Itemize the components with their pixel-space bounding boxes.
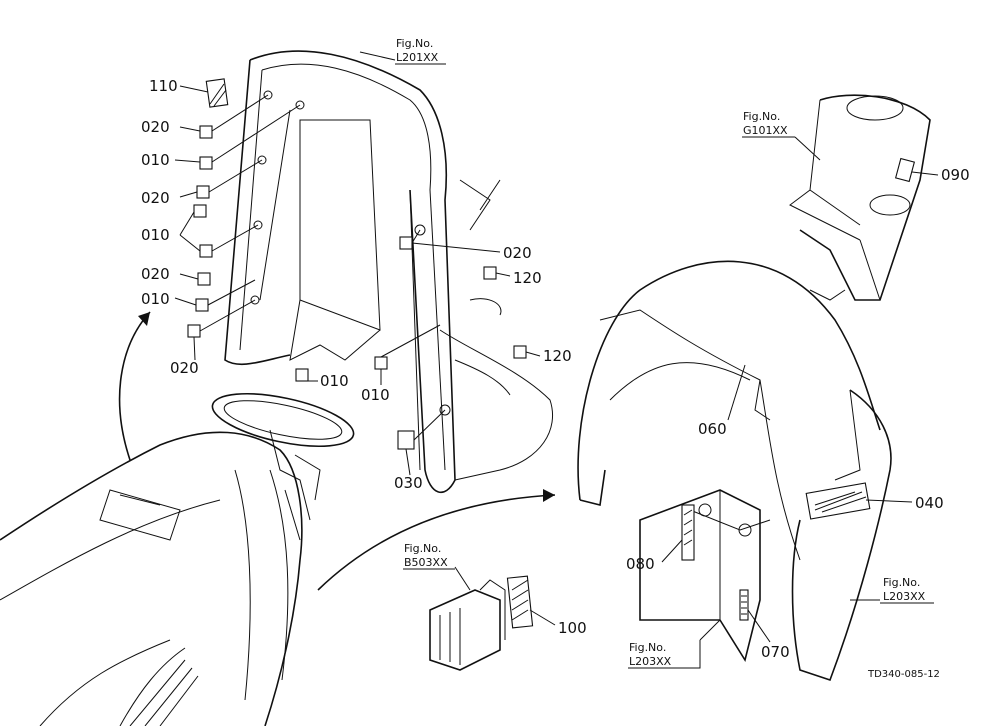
figure-references: Fig.No. L201XX Fig.No. G101XX Fig.No. B5… <box>395 37 934 669</box>
figref-l201-title: Fig.No. <box>396 37 433 50</box>
label-020: 020 <box>141 265 170 283</box>
label-010: 010 <box>141 290 170 308</box>
figref-l203-right-code: L203XX <box>883 590 926 603</box>
label-120: 120 <box>543 347 572 365</box>
figref-b503-title: Fig.No. <box>404 542 441 555</box>
hood-cover <box>577 260 913 682</box>
leader-lines <box>174 51 541 476</box>
control-module <box>429 566 556 671</box>
side-panel <box>639 489 771 663</box>
label-070: 070 <box>761 643 790 661</box>
figref-b503-code: B503XX <box>404 556 448 569</box>
figref-l201-code: L201XX <box>396 51 439 64</box>
label-080: 080 <box>626 555 655 573</box>
tractor-body <box>0 392 355 726</box>
drawing-code: TD340-085-12 <box>867 669 940 680</box>
label-100: 100 <box>558 619 587 637</box>
label-060: 060 <box>698 420 727 438</box>
assembly-arrows <box>118 311 556 591</box>
dash-panel <box>224 50 554 494</box>
label-020: 020 <box>503 244 532 262</box>
figref-l203-bottom-code: L203XX <box>629 655 672 668</box>
label-010: 010 <box>141 226 170 244</box>
label-030: 030 <box>394 474 423 492</box>
label-010: 010 <box>320 372 349 390</box>
label-110: 110 <box>149 77 178 95</box>
figref-g101-title: Fig.No. <box>743 110 780 123</box>
figref-l203-right-title: Fig.No. <box>883 576 920 589</box>
figref-g101-code: G101XX <box>743 124 788 137</box>
part-labels: 110 020 010 020 010 020 010 020 010 010 … <box>141 77 970 661</box>
label-040: 040 <box>915 494 944 512</box>
label-010: 010 <box>361 386 390 404</box>
label-020: 020 <box>141 118 170 136</box>
figref-l203-bottom-title: Fig.No. <box>629 641 666 654</box>
label-010: 010 <box>141 151 170 169</box>
upper-cover-part <box>789 94 939 301</box>
label-120: 120 <box>513 269 542 287</box>
label-020: 020 <box>141 189 170 207</box>
label-020: 020 <box>170 359 199 377</box>
label-090: 090 <box>941 166 970 184</box>
decal-markers <box>187 78 527 450</box>
